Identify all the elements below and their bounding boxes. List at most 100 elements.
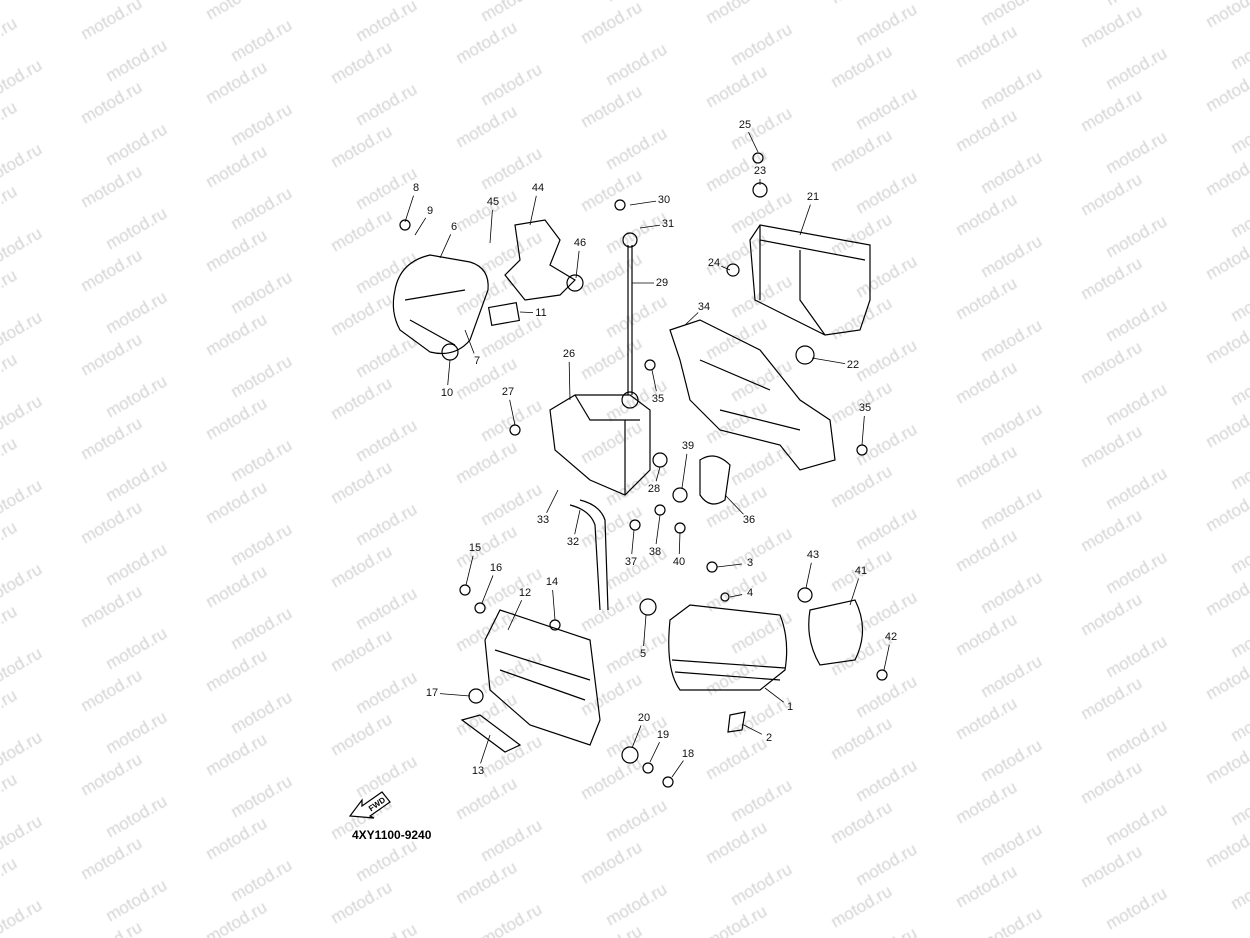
part-1-side-cover-detail xyxy=(671,659,786,681)
leader-line-45 xyxy=(489,209,493,244)
callout-14: 14 xyxy=(545,576,559,588)
part-44-bracket xyxy=(504,219,576,301)
leader-line-6 xyxy=(439,234,452,259)
callout-36: 36 xyxy=(742,514,756,526)
leader-line-20 xyxy=(631,725,642,749)
callout-12: 12 xyxy=(518,587,532,599)
leader-line-32 xyxy=(574,509,581,535)
part-34-frame-detail xyxy=(699,359,801,431)
callout-16: 16 xyxy=(489,562,503,574)
callout-31: 31 xyxy=(661,218,675,230)
leader-line-11 xyxy=(519,311,534,314)
part-36-bracket xyxy=(699,455,731,505)
callout-24: 24 xyxy=(707,257,721,269)
leader-line-15 xyxy=(465,555,474,586)
part-26-tank-detail xyxy=(574,394,640,495)
callout-29: 29 xyxy=(655,277,669,289)
leader-line-14 xyxy=(552,589,556,621)
part-12-lower-cover-detail xyxy=(494,649,591,701)
leader-lines xyxy=(404,132,890,778)
callout-34: 34 xyxy=(697,301,711,313)
leader-line-9 xyxy=(414,217,427,236)
leader-line-19 xyxy=(649,742,660,763)
leader-line-1 xyxy=(764,687,784,703)
leader-line-34 xyxy=(684,312,699,326)
leader-line-2 xyxy=(741,723,763,735)
part-13-sticker xyxy=(460,714,522,753)
leader-line-4 xyxy=(729,594,743,598)
callout-43: 43 xyxy=(806,549,820,561)
callout-1: 1 xyxy=(786,701,794,713)
leader-line-13 xyxy=(480,734,491,764)
part-32-hose xyxy=(569,499,609,611)
leader-line-7 xyxy=(464,329,475,354)
callout-30: 30 xyxy=(657,194,671,206)
leader-line-39 xyxy=(681,453,688,489)
leader-line-35 xyxy=(651,369,657,392)
leader-line-10 xyxy=(447,359,451,386)
leader-line-26 xyxy=(568,361,571,401)
callout-13: 13 xyxy=(471,765,485,777)
callout-21: 21 xyxy=(806,191,820,203)
callout-2: 2 xyxy=(765,732,773,744)
leader-line-25 xyxy=(748,132,759,153)
callout-35: 35 xyxy=(858,402,872,414)
callout-33: 33 xyxy=(536,514,550,526)
part-41-cover xyxy=(808,599,864,666)
part-21-battery-box-detail xyxy=(759,225,866,336)
callout-38: 38 xyxy=(648,546,662,558)
leader-line-35 xyxy=(861,415,865,446)
leader-line-44 xyxy=(529,195,537,226)
part-21-battery-box xyxy=(749,224,871,336)
callout-42: 42 xyxy=(884,631,898,643)
callout-4: 4 xyxy=(746,587,754,599)
callout-25: 25 xyxy=(738,119,752,131)
leader-line-37 xyxy=(631,529,635,555)
leader-line-41 xyxy=(849,578,859,606)
callout-44: 44 xyxy=(531,182,545,194)
callout-39: 39 xyxy=(681,440,695,452)
leader-line-31 xyxy=(639,224,661,229)
leader-line-22 xyxy=(811,357,846,365)
callout-9: 9 xyxy=(426,205,434,217)
leader-line-42 xyxy=(883,644,890,671)
part-29-dipstick-cap xyxy=(622,232,638,248)
callout-32: 32 xyxy=(566,536,580,548)
callout-18: 18 xyxy=(681,748,695,760)
drawing-code: 4XY1100-9240 xyxy=(352,828,432,842)
leader-line-18 xyxy=(671,760,684,778)
callout-3: 3 xyxy=(746,557,754,569)
part-34-frame xyxy=(669,319,836,471)
fwd-arrow-shape xyxy=(348,791,391,819)
callout-46: 46 xyxy=(573,237,587,249)
leader-line-33 xyxy=(546,489,559,514)
callout-11: 11 xyxy=(535,307,547,319)
part-6-cover xyxy=(392,254,489,355)
callout-19: 19 xyxy=(656,729,670,741)
leader-line-30 xyxy=(629,200,657,206)
leader-line-36 xyxy=(724,494,744,515)
leader-line-8 xyxy=(404,195,414,223)
callout-27: 27 xyxy=(501,386,515,398)
callout-10: 10 xyxy=(440,387,454,399)
fwd-arrow-icon: FWD xyxy=(348,791,391,819)
part-29-dipstick xyxy=(627,245,633,395)
callout-45: 45 xyxy=(486,196,500,208)
callout-20: 20 xyxy=(637,712,651,724)
callout-37: 37 xyxy=(624,556,638,568)
leader-line-46 xyxy=(575,250,580,279)
callout-35: 35 xyxy=(651,393,665,405)
leader-line-27 xyxy=(509,399,516,426)
leader-line-38 xyxy=(655,514,661,545)
callout-23: 23 xyxy=(753,165,767,177)
part-6-cover-detail xyxy=(404,289,466,346)
leader-line-16 xyxy=(481,575,494,604)
fasteners xyxy=(399,152,888,788)
callout-26: 26 xyxy=(562,348,576,360)
leader-line-40 xyxy=(678,531,681,555)
leader-line-17 xyxy=(439,693,471,697)
callout-7: 7 xyxy=(473,355,481,367)
callout-8: 8 xyxy=(412,182,420,194)
callout-22: 22 xyxy=(846,359,860,371)
